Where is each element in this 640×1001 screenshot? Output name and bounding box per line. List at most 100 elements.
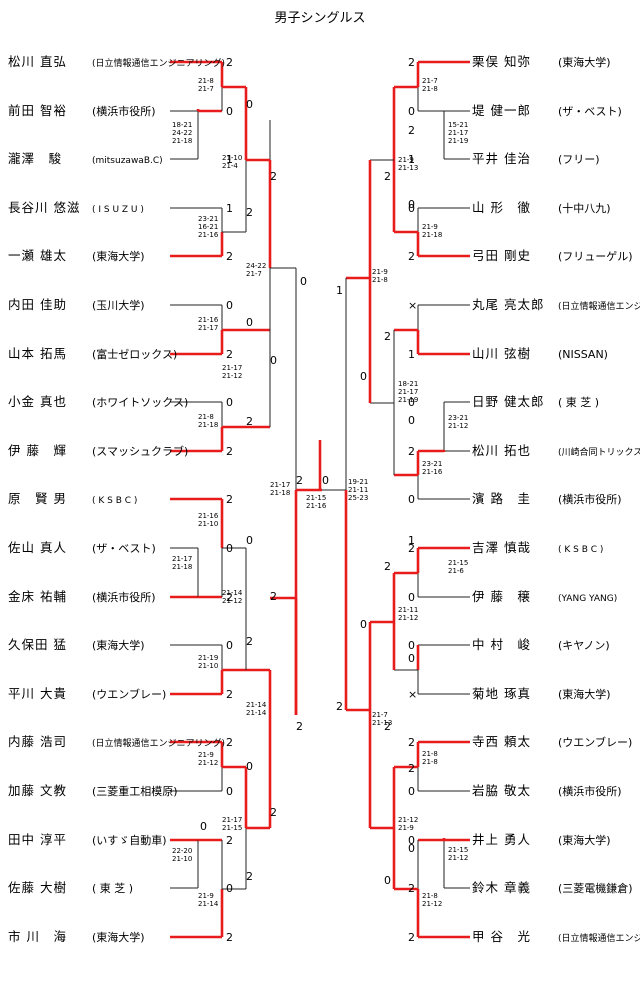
right-round-score: 2: [408, 124, 415, 137]
game-score: 23-21: [198, 215, 218, 223]
game-score: 21-16: [198, 512, 219, 520]
final-right-score: 0: [322, 474, 329, 487]
game-score: 16-21: [198, 223, 218, 231]
game-score: 21-9: [422, 223, 438, 231]
right-match-score: 2: [408, 882, 415, 895]
game-score: 21-16: [198, 231, 219, 239]
game-score: 21-11: [398, 606, 418, 614]
left-player-name: 加藤 文教: [8, 783, 67, 798]
game-score: 21-17: [198, 324, 218, 332]
left-player-team: (ホワイトソックス): [92, 396, 188, 409]
game-score: 21-12: [222, 372, 242, 380]
right-player-name: 栗俣 知弥: [472, 54, 531, 69]
left-player-name: 田中 淳平: [8, 832, 67, 847]
right-player-team: ( 東 芝 ): [558, 396, 599, 409]
game-score: 23-21: [422, 460, 442, 468]
right-player-name: 菊地 琢真: [472, 686, 531, 701]
right-player-name: 岩脇 敬太: [472, 783, 531, 798]
left-player-team: (日立情報通信エンジニアリング): [92, 737, 225, 749]
left-player-name: 原 賢 男: [8, 491, 67, 506]
left-player-name: 松川 直弘: [8, 54, 67, 69]
game-score: 21-16: [198, 316, 219, 324]
left-match-score: 2: [226, 348, 233, 361]
game-score: 21-19: [398, 396, 418, 404]
game-score: 24-22: [246, 262, 266, 270]
right-match-score: 2: [408, 56, 415, 69]
game-score: 21-17: [222, 816, 242, 824]
right-qf-score: 0: [384, 874, 391, 887]
game-score: 21-13: [372, 719, 392, 727]
left-round-score: 2: [246, 635, 253, 648]
left-player-name: 一瀬 雄太: [8, 248, 67, 263]
game-score: 23-21: [448, 414, 468, 422]
left-player-name: 小金 真也: [8, 394, 67, 409]
right-match-score: 0: [408, 834, 415, 847]
left-match-score: 2: [226, 591, 233, 604]
game-score: 21-16: [422, 468, 443, 476]
right-player-team: (東海大学): [558, 55, 611, 69]
right-match-score: ×: [408, 688, 417, 701]
left-player-name: 山本 拓馬: [8, 346, 67, 361]
game-score: 21-15: [448, 559, 468, 567]
game-score: 15-21: [448, 121, 468, 129]
left-round-score: 0: [246, 760, 253, 773]
game-score: 21-17: [172, 555, 192, 563]
game-score: 22-20: [172, 847, 192, 855]
bracket-labels: 松川 直弘(日立情報通信エンジニアリング)前田 智裕(横浜市役所)瀧澤 駿(mi…: [8, 54, 640, 944]
game-score: 21-10: [222, 154, 242, 162]
game-score: 21-8: [422, 892, 438, 900]
left-round-score: 2: [246, 870, 253, 883]
left-match-score: 0: [226, 542, 233, 555]
left-player-name: 市 川 海: [8, 929, 67, 944]
game-score: 21-9: [372, 268, 388, 276]
left-match-score: 2: [226, 56, 233, 69]
game-score: 21-8: [198, 77, 214, 85]
bracket-lines: [170, 60, 470, 939]
right-player-name: 鈴木 章義: [472, 880, 531, 895]
left-qf-score: 2: [270, 590, 277, 603]
game-score: 21-18: [172, 563, 192, 571]
right-player-name: 山 形 徹: [472, 200, 531, 215]
left-round-score: 0: [246, 534, 253, 547]
right-player-team: (日立情報通信エンジニアリング): [558, 932, 640, 944]
game-score: 21-12: [222, 597, 242, 605]
right-round-score: 0: [408, 414, 415, 427]
left-player-team: (横浜市役所): [92, 590, 156, 604]
final-game-score: 21-16: [306, 502, 327, 510]
left-match-score: 0: [226, 105, 233, 118]
game-score: 21-18: [172, 137, 192, 145]
left-match-score: 2: [226, 250, 233, 263]
right-player-team: (横浜市役所): [558, 492, 622, 506]
right-sf-score: 2: [336, 700, 343, 713]
right-match-score: 0: [408, 639, 415, 652]
right-match-score: 0: [408, 202, 415, 215]
left-match-score: 0: [226, 882, 233, 895]
game-score: 21-6: [448, 567, 464, 575]
right-player-name: 松川 拓也: [472, 443, 531, 458]
game-score: 21-13: [398, 164, 418, 172]
left-player-team: (横浜市役所): [92, 104, 156, 118]
left-player-name: 伊 藤 輝: [8, 443, 67, 458]
game-score: 21-8: [422, 750, 438, 758]
game-score: 21-14: [198, 900, 219, 908]
right-player-team: (ウエンブレー): [558, 735, 632, 749]
game-score: 21-17: [448, 129, 468, 137]
left-qf-score: 0: [300, 275, 307, 288]
left-player-team: ( I S U Z U ): [92, 205, 144, 215]
right-player-name: 山川 弦樹: [472, 346, 531, 361]
right-player-team: (十中八九): [558, 201, 611, 215]
left-player-team: (東海大学): [92, 249, 145, 263]
right-player-name: 平井 佳治: [472, 151, 531, 166]
game-score: 21-9: [398, 824, 414, 832]
left-player-name: 佐藤 大樹: [8, 880, 67, 895]
game-score: 18-21: [172, 121, 192, 129]
left-player-name: 金床 祐輔: [8, 589, 67, 604]
right-player-name: 丸尾 亮太郎: [472, 297, 544, 312]
right-player-team: (三菱電機鎌倉): [558, 881, 633, 895]
game-score: 21-8: [198, 413, 214, 421]
left-match-score: 2: [226, 834, 233, 847]
right-player-name: 吉澤 慎哉: [472, 540, 531, 555]
right-player-name: 甲 谷 光: [472, 929, 531, 944]
semi-game-score: 19-21: [348, 478, 368, 486]
left-player-team: (玉川大学): [92, 298, 145, 312]
